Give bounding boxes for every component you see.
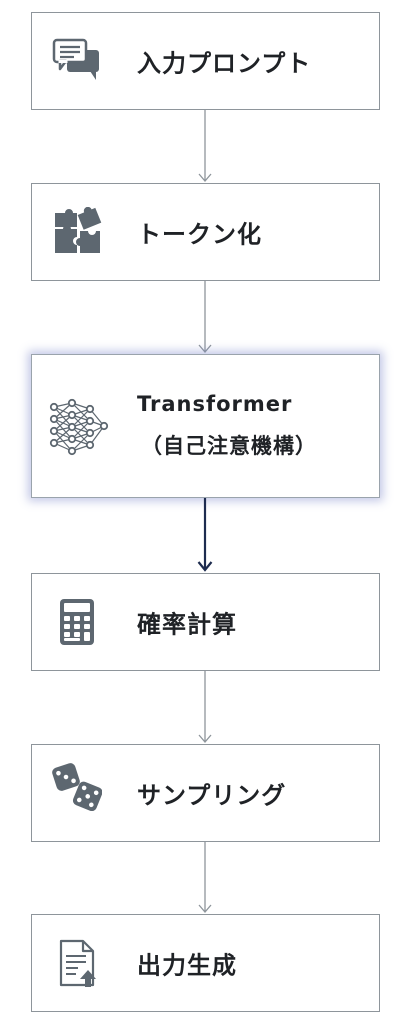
step-tokenization: トークン化 — [31, 183, 380, 281]
step-label: サンプリング — [137, 781, 287, 810]
flow-arrow — [195, 671, 215, 744]
step-label: 入力プロンプト — [137, 49, 312, 78]
step-label-jp: （自己注意機構） — [141, 434, 317, 458]
flow-arrow — [195, 110, 215, 183]
step-input-prompt: 入力プロンプト — [31, 12, 380, 110]
chat-bubbles-icon — [52, 36, 102, 86]
flow-arrow-emphasis — [195, 498, 215, 573]
calculator-icon — [52, 597, 102, 647]
step-label: Transformer （自己注意機構） — [137, 392, 317, 460]
document-upload-icon — [52, 938, 102, 988]
step-label: 確率計算 — [137, 610, 237, 639]
flow-arrow — [195, 281, 215, 354]
puzzle-icon — [52, 207, 102, 257]
step-transformer: Transformer （自己注意機構） — [31, 354, 380, 498]
step-probability: 確率計算 — [31, 573, 380, 671]
dice-icon — [52, 761, 102, 812]
step-label: 出力生成 — [137, 951, 237, 980]
step-sampling: サンプリング — [31, 744, 380, 842]
neural-network-icon — [48, 395, 110, 457]
step-output-generation: 出力生成 — [31, 914, 380, 1012]
flow-arrow — [195, 842, 215, 914]
step-label-en: Transformer — [137, 392, 293, 416]
step-label: トークン化 — [137, 220, 262, 249]
